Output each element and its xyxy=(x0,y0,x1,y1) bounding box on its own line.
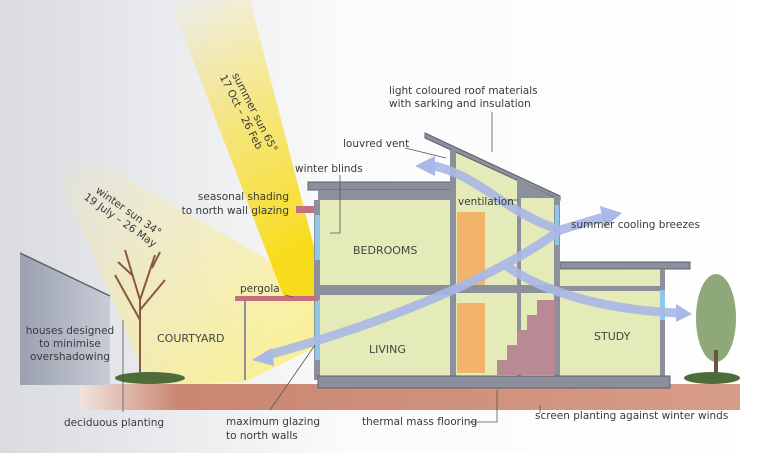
winter-blinds-label: winter blinds xyxy=(295,163,363,175)
ventilation-label: ventilation xyxy=(458,196,514,208)
shrub xyxy=(115,372,185,384)
pergola-label: pergola xyxy=(240,283,280,295)
deciduous-label: deciduous planting xyxy=(64,417,164,429)
pergola xyxy=(235,296,318,301)
arrow-head-icon xyxy=(600,206,622,228)
arrow-head-icon xyxy=(252,348,274,366)
room-living: LIVING xyxy=(369,343,406,356)
room-study: STUDY xyxy=(594,330,631,343)
screen-label: screen planting against winter winds xyxy=(535,410,728,422)
arrow-head-icon xyxy=(415,156,435,176)
deciduous-tree-icon xyxy=(114,249,166,380)
breezes-label: summer cooling breezes xyxy=(571,219,700,231)
glazing-label-2: to north walls xyxy=(226,430,298,442)
summer-sun-beam xyxy=(170,0,320,300)
shading-label-2: to north wall glazing xyxy=(182,205,289,217)
houses-label-2: to minimise xyxy=(39,338,101,350)
screen-tree-icon xyxy=(684,274,740,384)
roof-label-1: light coloured roof materials xyxy=(389,85,538,97)
shading-label-1: seasonal shading xyxy=(198,191,289,203)
seasonal-shading xyxy=(296,206,314,213)
door xyxy=(457,303,485,373)
staircase xyxy=(497,300,555,375)
airflow-arrows xyxy=(263,160,685,360)
louvred-vent-label: louvred vent xyxy=(343,138,409,150)
glazing-label-1: maximum glazing xyxy=(226,416,320,428)
house-section xyxy=(235,132,691,389)
houses-label-3: overshadowing xyxy=(30,351,110,363)
winter-sun-beam xyxy=(60,160,320,385)
room-bedrooms: BEDROOMS xyxy=(353,244,417,257)
room-courtyard: COURTYARD xyxy=(157,332,224,345)
arrow-head-icon xyxy=(676,304,692,322)
houses-label-1: houses designed xyxy=(26,325,114,337)
roof-label-2: with sarking and insulation xyxy=(389,98,531,110)
thermal-label: thermal mass flooring xyxy=(362,416,477,428)
